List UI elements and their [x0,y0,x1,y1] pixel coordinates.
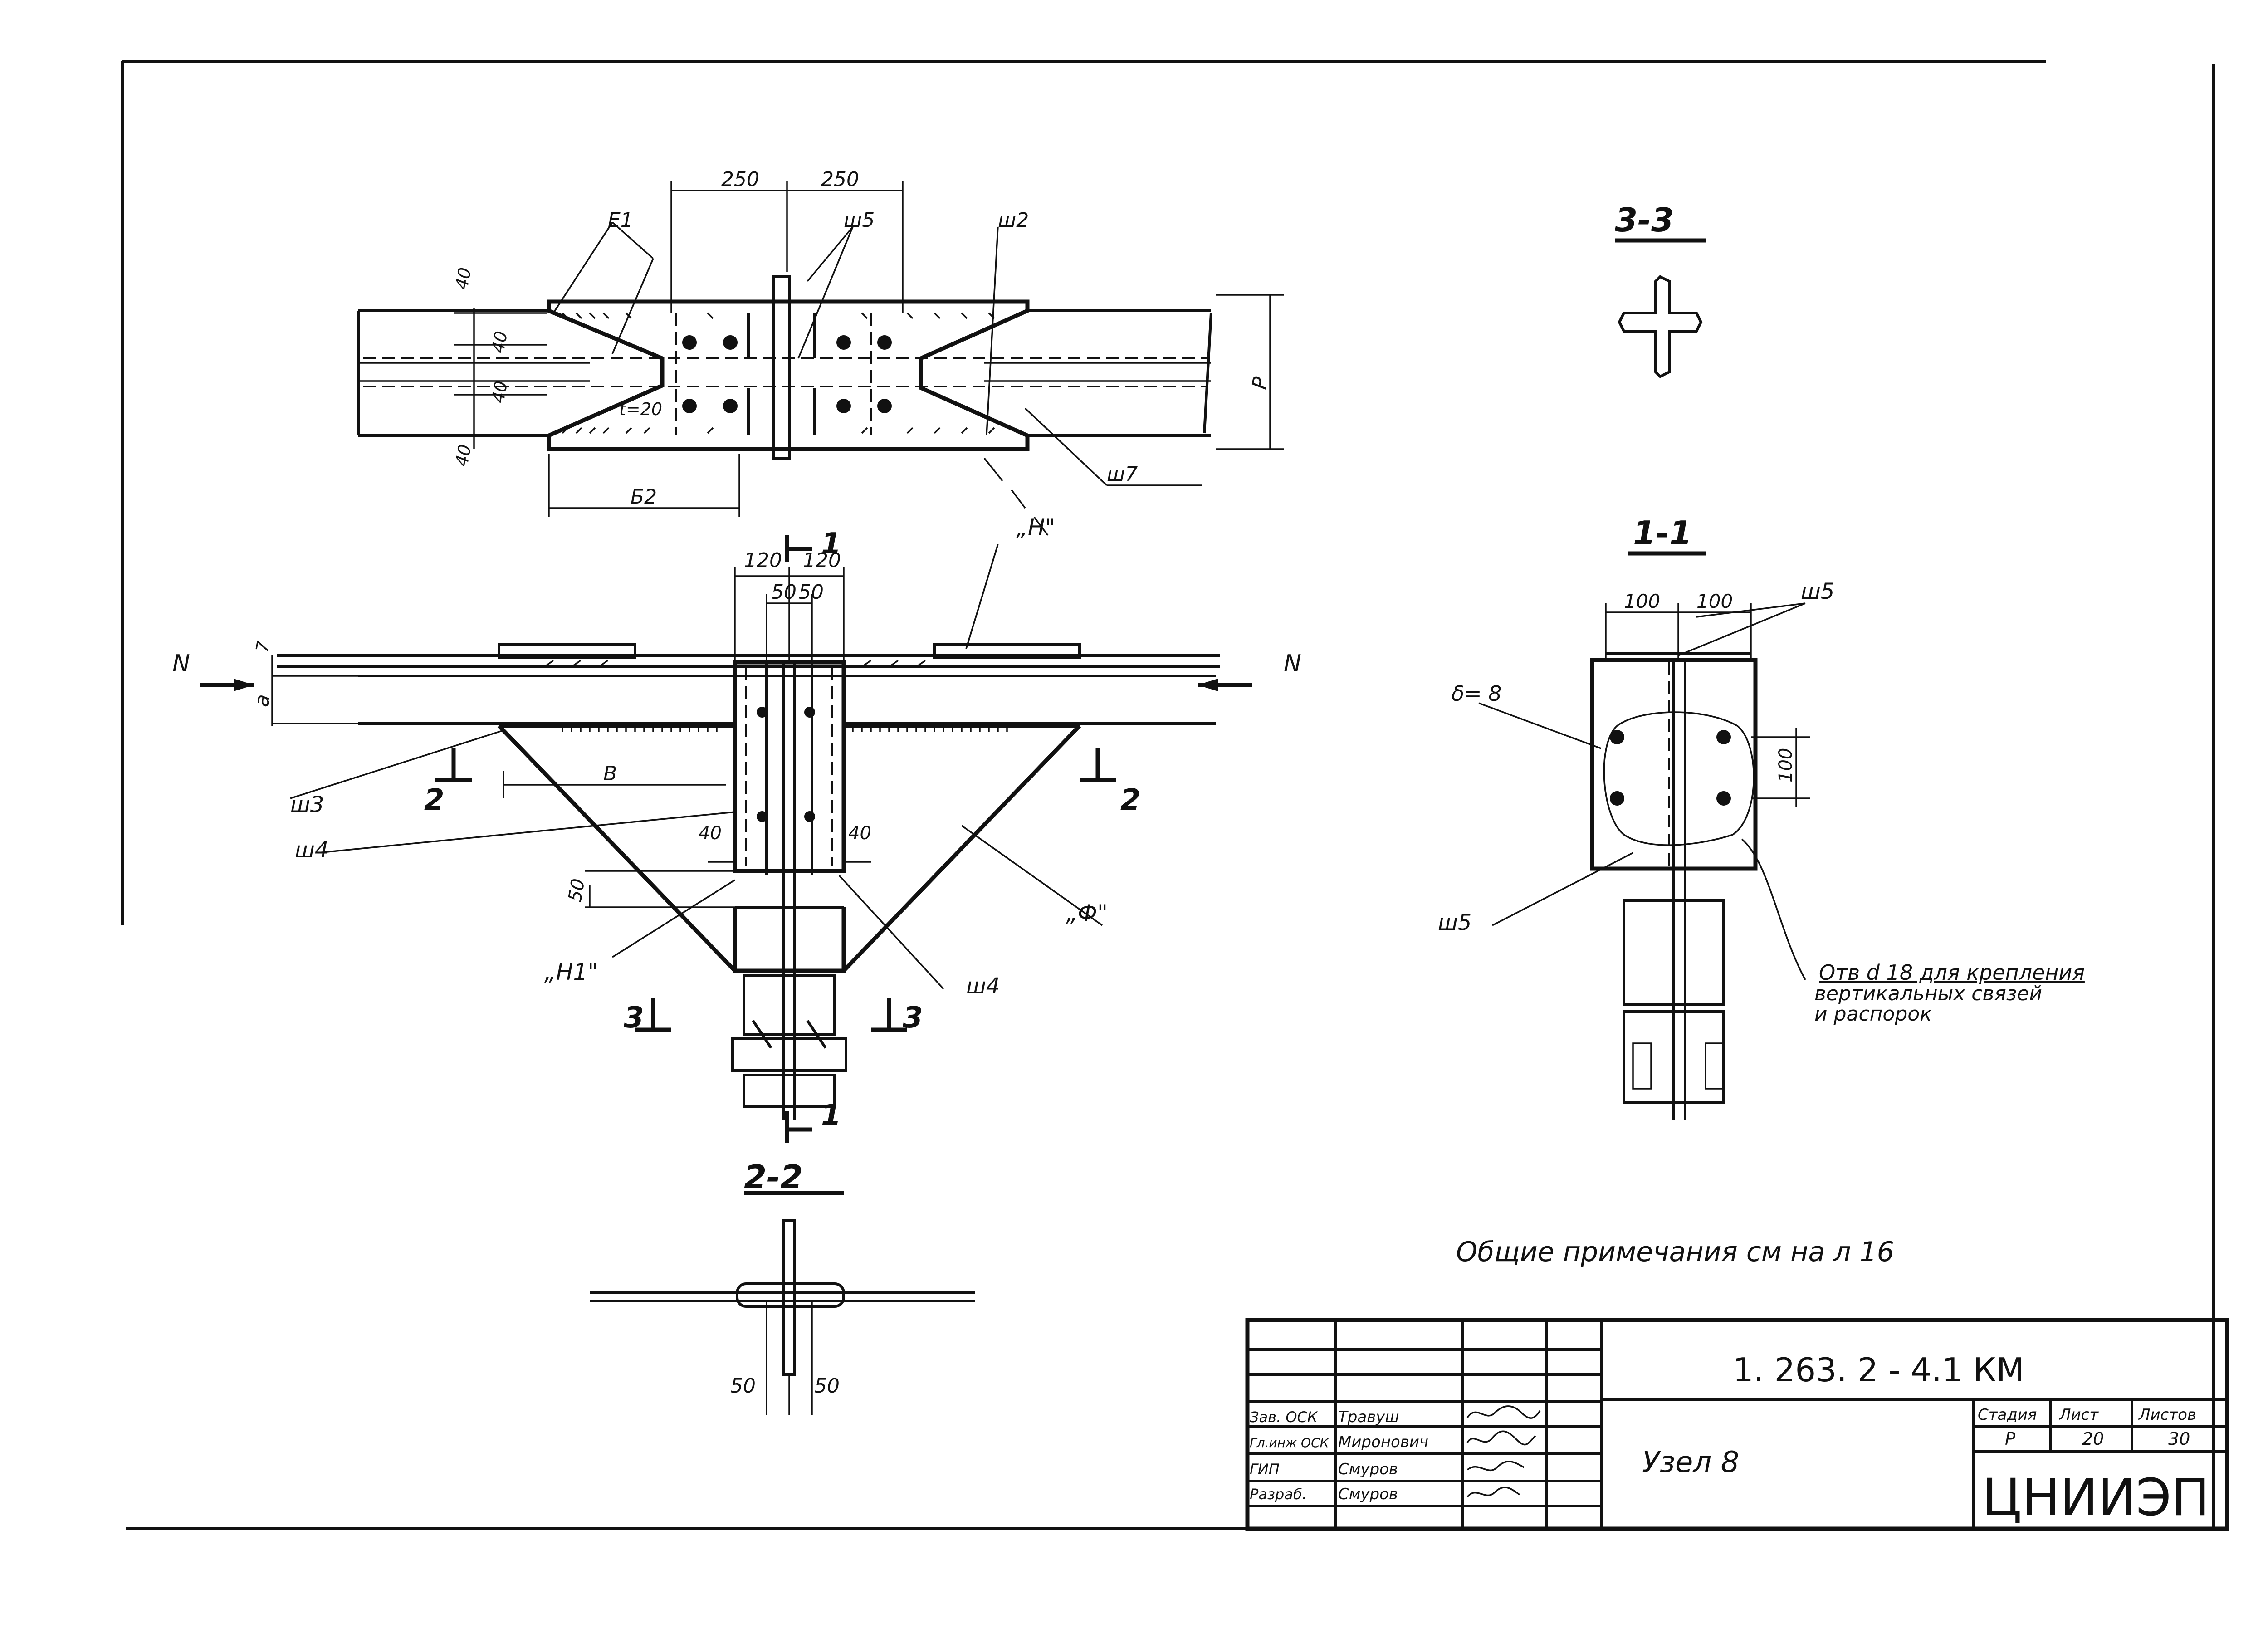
dim-50-22-left: 50 [730,1374,756,1398]
dim-v: В [603,762,617,785]
dim-p: Р [1248,375,1273,391]
section-2-2 [590,1191,975,1415]
force-n-left: N [172,650,190,677]
general-note: Общие примечания см на л 16 [1456,1236,1894,1268]
role-2: Гл.инж ОСК [1250,1435,1330,1450]
label-250-right: 250 [821,168,859,191]
dim-7: 7 [252,640,274,654]
stage-header: Стадия [1978,1406,2037,1424]
node-h1-callout: „Н1" [544,959,598,985]
front-elevation [200,535,1252,1143]
hole-note-line2: вертикальных связей [1814,982,2042,1005]
dim-40-c: 40 [488,379,512,404]
name-2: Миронович [1338,1433,1428,1451]
sheet-header: Лист [2058,1406,2099,1424]
section-3-left: 3 [624,1001,644,1035]
dim-100-vertical: 100 [1775,748,1796,782]
section-1-1 [1478,551,1810,1120]
hole-note-line3: и распорок [1814,1002,1932,1026]
weld-sh5-11-low: ш5 [1438,910,1471,935]
plan-view [357,181,1284,536]
weld-sh2: ш2 [998,209,1029,232]
dim-40-a: 40 [452,266,475,291]
dim-a: а [250,692,275,708]
section-3-3 [1615,238,1706,378]
weld-sh5-top: ш5 [844,209,875,232]
dim-40-f: 40 [848,823,871,844]
sheets-value: 30 [2168,1429,2190,1449]
role-1: Зав. ОСК [1250,1408,1318,1426]
weld-sh4-left: ш4 [295,837,328,863]
stage-value: Р [2005,1429,2015,1449]
role-3: ГИП [1250,1461,1280,1478]
dim-40-b: 40 [488,329,512,354]
node-f-callout: „Ф" [1066,900,1108,926]
thickness-delta8: δ= 8 [1452,681,1502,706]
label-250-left: 250 [721,168,759,191]
sheet-name: Узел 8 [1642,1446,1739,1479]
dim-50-22-right: 50 [814,1374,840,1398]
section-1-bottom: 1 [821,1099,841,1132]
name-4: Смуров [1338,1485,1398,1503]
sheets-header: Листов [2138,1406,2196,1424]
sheet-value: 20 [2082,1429,2104,1449]
weld-sh5-11: ш5 [1801,579,1834,604]
signatures [1466,1405,1541,1498]
dim-50-right: 50 [798,581,824,604]
dim-120-left: 120 [744,549,782,572]
dim-50-left: 50 [771,581,797,604]
dim-50-vertical: 50 [565,877,589,904]
name-3: Смуров [1338,1460,1398,1478]
force-n-right: N [1284,650,1301,677]
section-3-right: 3 [903,1001,923,1035]
dim-40-d: 40 [452,443,475,468]
dim-120-right: 120 [803,549,841,572]
dim-40-e: 40 [699,823,722,844]
mark-e1: Е1 [608,209,633,232]
section-1-top: 1 [821,527,841,561]
doc-code: 1. 263. 2 - 4.1 КМ [1733,1351,2024,1389]
section-3-3-title: 3-3 [1615,201,1674,239]
mark-b2: Б2 [631,485,657,509]
weld-sh7: ш7 [1107,463,1138,486]
section-1-1-title: 1-1 [1633,514,1692,552]
dim-100-left: 100 [1624,590,1660,612]
organization: ЦНИИЭП [1982,1468,2209,1527]
node-h-callout: „Н" [1016,514,1056,541]
section-2-2-title: 2-2 [744,1158,803,1196]
title-block [1245,1318,2229,1531]
weld-sh3: ш3 [290,792,324,817]
role-4: Разраб. [1250,1486,1307,1503]
section-2-right: 2 [1120,783,1141,817]
hole-note-line1: Отв d 18 для крепления [1819,960,2085,985]
weld-sh4-right: ш4 [966,973,1000,999]
dim-100-right: 100 [1696,590,1733,612]
thickness-t20: t=20 [619,399,662,419]
section-2-left: 2 [424,783,445,817]
name-1: Травуш [1338,1408,1399,1426]
